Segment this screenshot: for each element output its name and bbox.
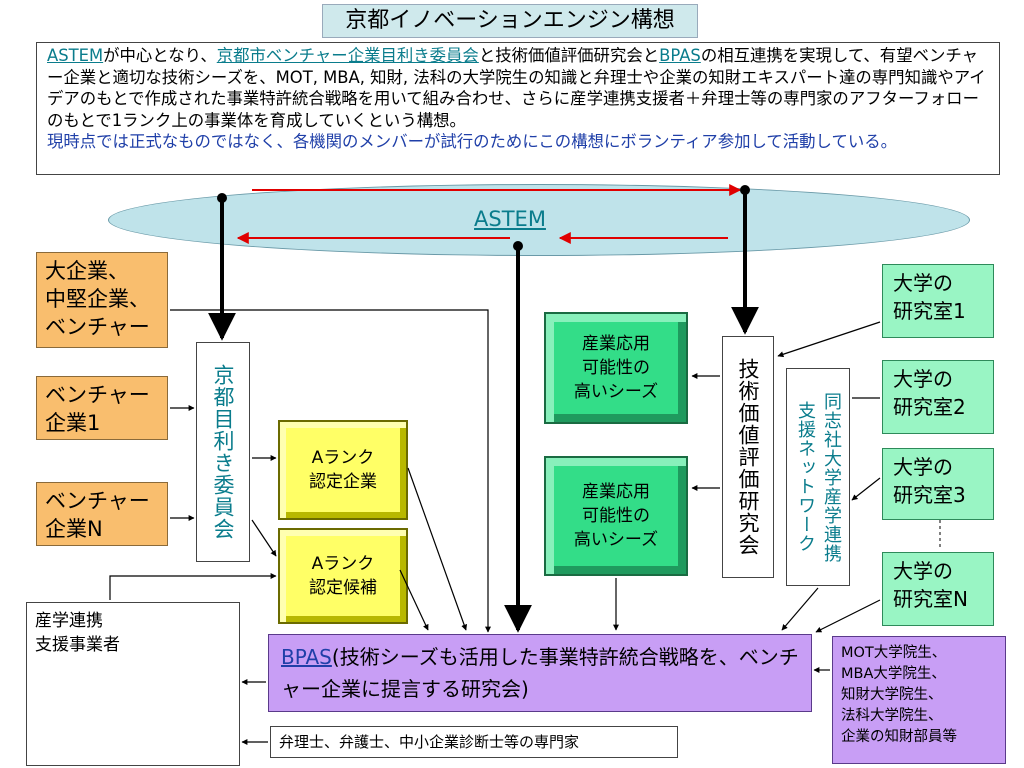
seeds-box-1: 産業応用 可能性の 高いシーズ xyxy=(544,312,688,424)
desc-note: 現時点では正式なものではなく、各機関のメンバーが試行のためにこの構想にボランティ… xyxy=(47,132,898,151)
tech-eval-vertical-box: 技術価値評価研究会 xyxy=(722,336,774,578)
network-vertical-box: 同志社大学産学連携 支援ネットワーク xyxy=(786,368,850,586)
rank-a-candidate-box: Aランク 認定候補 xyxy=(278,528,408,624)
lab-3-box: 大学の 研究室3 xyxy=(882,448,994,520)
bpas-box-link[interactable]: BPAS xyxy=(281,645,332,669)
bpas-box-text: (技術シーズも活用した事業特許統合戦略を、ベンチャー企業に提言する研究会) xyxy=(281,645,799,701)
experts-box: 弁理士、弁護士、中小企業診断士等の専門家 xyxy=(270,726,678,758)
network-vertical-text-2: 支援ネットワーク xyxy=(795,401,816,553)
rank-a-certified-box: Aランク 認定企業 xyxy=(278,420,408,520)
committee-vertical-box: 京都目利き委員会 xyxy=(196,342,250,562)
astem-hub-ellipse xyxy=(108,184,970,256)
lab-n-box: 大学の 研究室N xyxy=(882,552,994,626)
venture-1-box: ベンチャー 企業1 xyxy=(36,376,168,440)
seeds-box-2: 産業応用 可能性の 高いシーズ xyxy=(544,456,688,576)
astem-link[interactable]: ASTEM xyxy=(47,46,104,65)
venture-n-box: ベンチャー 企業N xyxy=(36,482,168,546)
large-companies-box: 大企業、 中堅企業、 ベンチャー xyxy=(36,252,168,348)
desc-text-1: が中心となり、 xyxy=(103,46,217,65)
desc-text-3: の相互連携を実現して、有望ベンチャー企業と適切な技術シーズを、MOT, MBA,… xyxy=(47,46,986,130)
bpas-link[interactable]: BPAS xyxy=(659,46,701,65)
sangaku-support-box: 産学連携 支援事業者 xyxy=(26,602,240,766)
desc-text-2: と技術価値評価研究会と xyxy=(478,46,660,65)
astem-hub-link[interactable]: ASTEM xyxy=(474,207,546,231)
description-box: ASTEMが中心となり、京都市ベンチャー企業目利き委員会と技術価値評価研究会とB… xyxy=(36,42,1000,175)
network-vertical-text-1: 同志社大学産学連携 xyxy=(821,391,842,563)
page-title: 京都イノベーションエンジン構想 xyxy=(322,4,698,38)
lab-1-box: 大学の 研究室1 xyxy=(882,264,994,338)
students-box: MOT大学院生、 MBA大学院生、 知財大学院生、 法科大学院生、 企業の知財部… xyxy=(832,636,1006,764)
lab-2-box: 大学の 研究室2 xyxy=(882,360,994,434)
committee-link[interactable]: 京都市ベンチャー企業目利き委員会 xyxy=(216,46,479,65)
bpas-box: BPAS(技術シーズも活用した事業特許統合戦略を、ベンチャー企業に提言する研究会… xyxy=(268,634,812,712)
